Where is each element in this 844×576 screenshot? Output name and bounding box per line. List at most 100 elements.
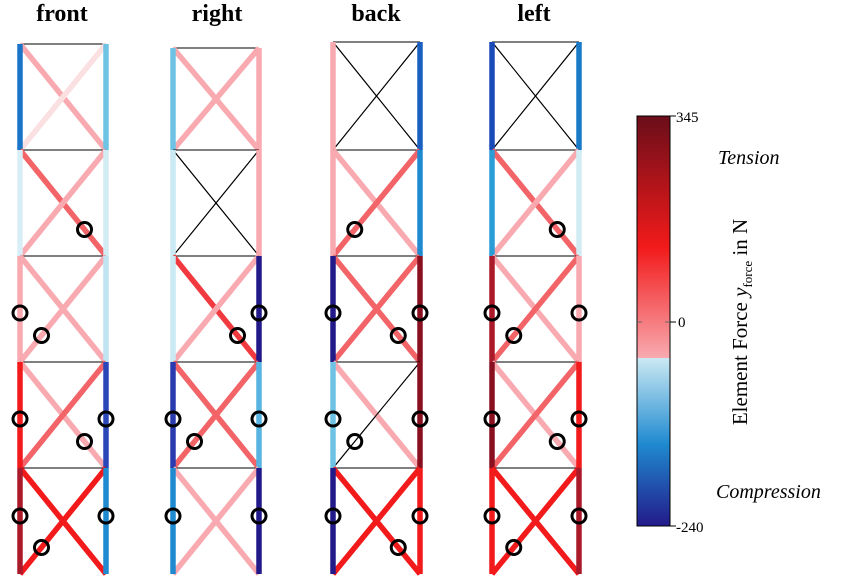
diagonal-member <box>60 360 109 417</box>
diagonal-member <box>17 95 66 152</box>
diagonal-member <box>374 413 423 470</box>
face-title-left: left <box>517 1 550 27</box>
node-marker-circle <box>483 507 501 525</box>
diagonal-member <box>332 414 377 469</box>
node-marker-circle <box>483 410 501 428</box>
diagonal-member <box>374 201 423 258</box>
diagonal-member <box>172 202 217 257</box>
diagonal-member <box>60 254 109 311</box>
colorbar: 345 0 -240 Tension Compression Element F… <box>636 110 821 536</box>
diagonal-member <box>374 466 423 523</box>
node-marker-circle <box>346 221 364 238</box>
compression-label: Compression <box>716 481 821 503</box>
node-marker-circle <box>97 410 115 428</box>
diagonal-member <box>170 97 219 152</box>
diagonal-member <box>213 97 262 152</box>
diagonal-member <box>170 466 219 523</box>
diagonal-member <box>533 466 582 523</box>
diagonal-member <box>533 360 582 417</box>
diagonal-member <box>170 46 219 101</box>
diagonal-member <box>330 360 379 417</box>
node-marker-circle <box>505 327 523 344</box>
diagonal-member <box>533 519 582 576</box>
colorbar-max-label: 345 <box>676 110 699 126</box>
diagonal-member <box>374 148 423 205</box>
node-marker-circle <box>229 327 246 344</box>
node-marker-circle <box>324 304 342 322</box>
diagonal-member <box>533 148 582 205</box>
diagonal-member <box>330 254 379 311</box>
diagonal-member <box>172 149 217 204</box>
diagonal-member <box>170 360 219 417</box>
node-marker-circle <box>250 507 268 525</box>
diagonal-member <box>376 95 421 151</box>
diagonal-member <box>17 201 66 258</box>
diagonal-member <box>489 466 538 523</box>
colorbar-gradient <box>637 116 670 526</box>
node-marker-circle <box>33 539 50 556</box>
diagonal-member <box>213 254 262 311</box>
diagonal-member <box>533 201 582 258</box>
diagonal-member <box>170 254 219 311</box>
diagonal-member <box>533 413 582 470</box>
diagonal-member <box>374 519 423 576</box>
diagonal-member <box>60 466 109 523</box>
diagonal-member <box>215 202 260 257</box>
diagonal-member <box>17 307 66 364</box>
node-marker-circle <box>411 410 429 428</box>
diagonal-member <box>330 307 379 364</box>
diagonal-member <box>376 361 421 416</box>
node-marker-circle <box>548 433 566 450</box>
diagonal-member <box>60 201 109 258</box>
diagonal-member <box>374 307 423 364</box>
node-marker-circle <box>570 304 588 322</box>
diagonal-member <box>489 148 538 205</box>
node-marker-circle <box>11 410 29 428</box>
node-marker-circle <box>11 304 29 322</box>
diagonal-member <box>170 519 219 576</box>
tension-label: Tension <box>718 147 780 169</box>
diagonal-member <box>213 307 262 364</box>
diagonal-member <box>332 95 377 151</box>
diagonal-member <box>17 466 66 523</box>
diagonal-member <box>332 41 377 97</box>
diagonal-member <box>491 41 536 97</box>
node-marker-circle <box>324 410 342 428</box>
diagonal-member <box>17 519 66 576</box>
diagonal-member <box>489 201 538 258</box>
diagonal-member <box>17 148 66 205</box>
diagonal-member <box>330 466 379 523</box>
node-marker-circle <box>186 433 203 450</box>
diagonal-member <box>60 148 109 205</box>
diagonal-member <box>491 95 536 151</box>
diagonal-member <box>330 148 379 205</box>
node-marker-circle <box>570 410 588 428</box>
diagonal-member <box>17 42 66 99</box>
node-marker-circle <box>33 327 50 344</box>
node-marker-circle <box>483 304 501 322</box>
node-marker-circle <box>411 304 429 322</box>
node-marker-circle <box>548 221 566 238</box>
diagonal-member <box>330 519 379 576</box>
node-marker-circle <box>164 507 182 525</box>
face-title-front: front <box>36 1 88 27</box>
diagonal-member <box>17 413 66 470</box>
diagonal-member <box>60 42 109 99</box>
diagonal-member <box>170 413 219 470</box>
face-title-right: right <box>192 1 243 27</box>
node-marker-circle <box>164 410 182 428</box>
diagonal-member <box>17 254 66 311</box>
node-marker-circle <box>324 507 342 525</box>
diagonal-member <box>489 254 538 311</box>
diagonal-member <box>533 254 582 311</box>
diagonal-member <box>60 519 109 576</box>
colorbar-axis-label: Element Force yforce in N <box>728 219 755 425</box>
node-marker-circle <box>346 433 364 450</box>
colorbar-frame <box>636 115 671 527</box>
node-marker-circle <box>411 507 429 525</box>
diagonal-member <box>535 41 580 97</box>
node-marker-circle <box>11 507 29 525</box>
truss-panels <box>11 41 588 576</box>
node-marker-circle <box>505 539 523 556</box>
diagonal-member <box>374 254 423 311</box>
